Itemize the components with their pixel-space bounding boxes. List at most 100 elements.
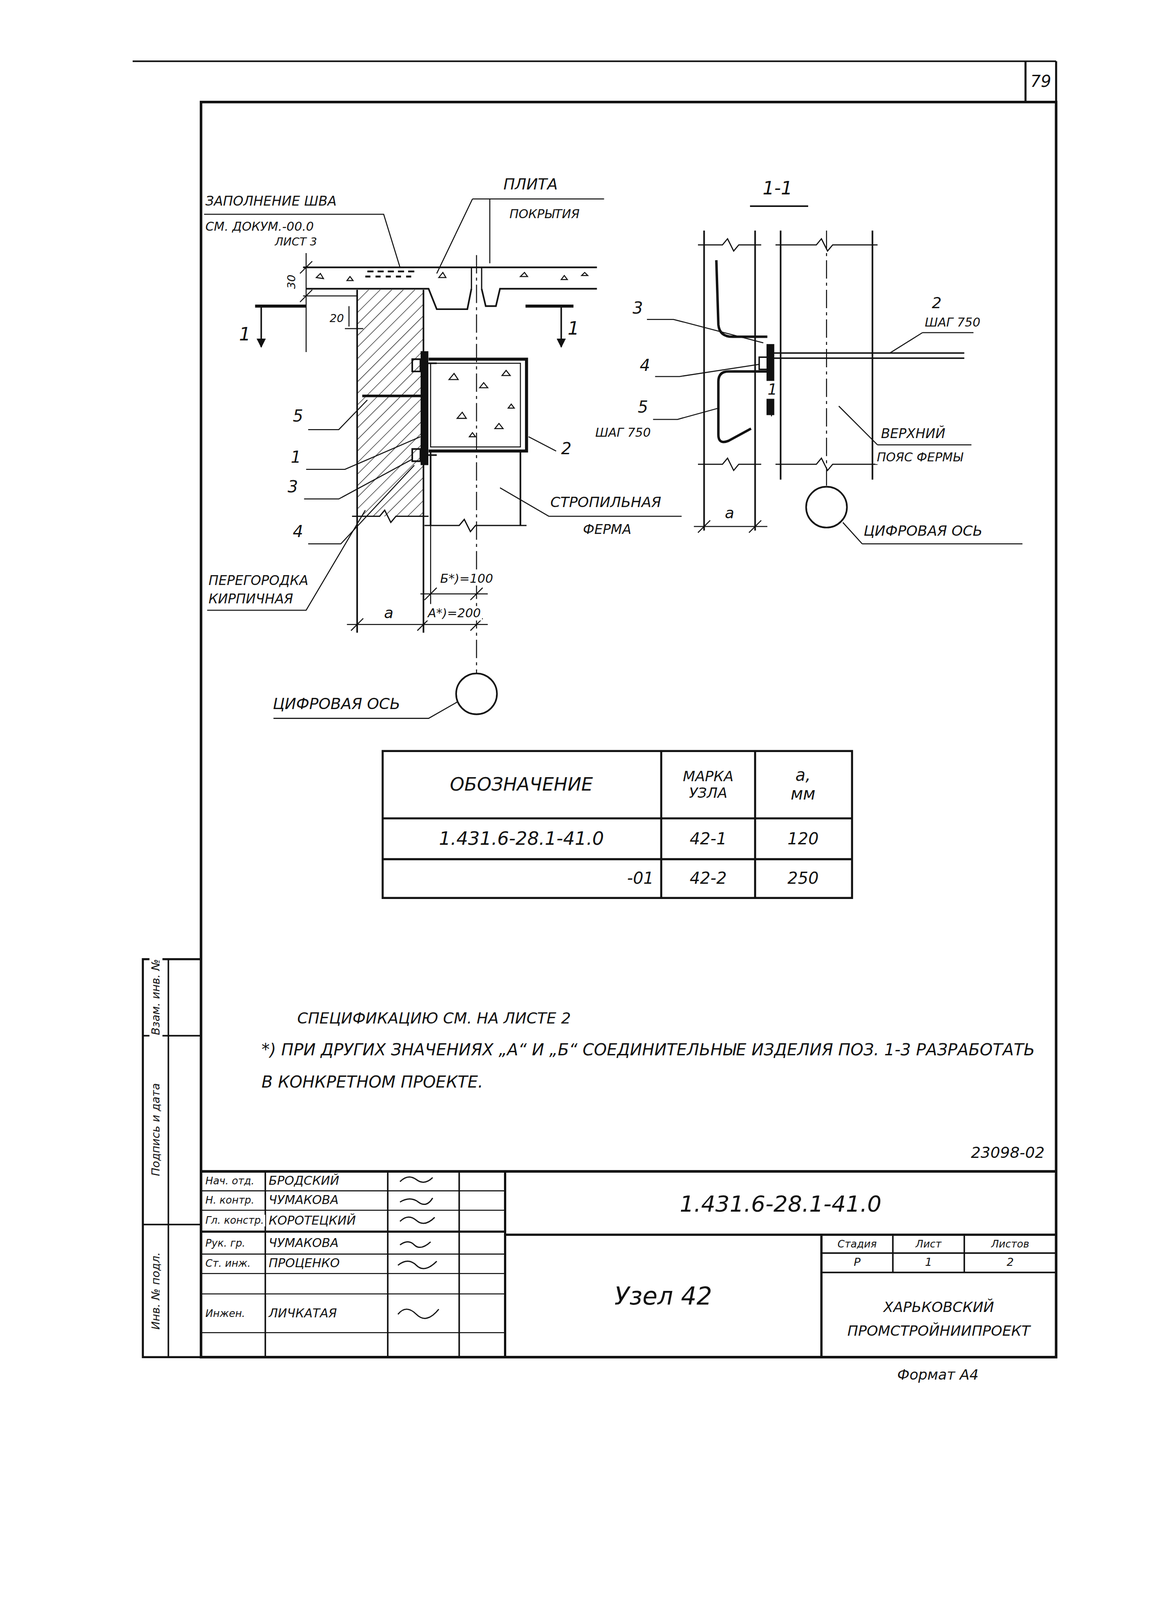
plate-1 bbox=[421, 352, 428, 465]
title-role: Нач. отд. bbox=[204, 1175, 256, 1187]
table-header: ОБОЗНАЧЕНИЕ bbox=[448, 774, 595, 796]
title-name: ПРОЦЕНКО bbox=[267, 1256, 342, 1271]
section-mark-left bbox=[254, 304, 306, 308]
leader-axis bbox=[842, 522, 1023, 544]
part-label: КИРПИЧНАЯ bbox=[206, 591, 295, 607]
bracket-2 bbox=[428, 359, 527, 452]
dimension-20 bbox=[344, 305, 364, 329]
section-title: 1-1 bbox=[761, 178, 794, 200]
section-number: 1 bbox=[237, 324, 253, 346]
bolt-4 bbox=[759, 357, 768, 370]
callout-number: 4 bbox=[638, 356, 652, 375]
dimension-text: 30 bbox=[285, 273, 299, 291]
title-block-row-thick bbox=[201, 1230, 506, 1233]
title-name: ЧУМАКОВА bbox=[267, 1193, 341, 1207]
section-arrow-right bbox=[560, 305, 562, 347]
leader-4 bbox=[308, 465, 415, 544]
right-edge bbox=[1055, 61, 1058, 103]
format-label: Формат А4 bbox=[895, 1366, 981, 1383]
leader-partition bbox=[206, 510, 366, 611]
truss-break bbox=[424, 519, 527, 532]
truss-top-chord bbox=[430, 363, 521, 448]
title-cell: Стадия bbox=[836, 1238, 879, 1250]
title-role: Гл. констр. bbox=[204, 1214, 266, 1227]
title-name: ЛИЧКАТАЯ bbox=[267, 1306, 339, 1321]
leader-2 bbox=[528, 436, 556, 452]
callout-number: 1 bbox=[289, 447, 303, 467]
axis-label: ЦИФРОВАЯ ОСЬ bbox=[862, 522, 985, 539]
dimension-text: 20 bbox=[328, 311, 346, 325]
page-number: 79 bbox=[1029, 72, 1053, 91]
table-cell: 42-2 bbox=[688, 869, 728, 888]
part-label: ВЕРХНИЙ bbox=[879, 426, 947, 442]
part-label: СТРОПИЛЬНАЯ bbox=[548, 493, 663, 511]
wall-break bbox=[697, 238, 762, 471]
wall-section bbox=[704, 230, 756, 531]
dimension-text: Б*)=100 bbox=[438, 571, 495, 586]
stage-table bbox=[821, 1234, 1057, 1273]
anchor-3 bbox=[716, 260, 768, 337]
leader-1 bbox=[771, 400, 773, 417]
axis-bubble bbox=[456, 673, 497, 715]
rod-2 bbox=[773, 353, 965, 358]
leader-3 bbox=[304, 459, 413, 500]
title-cell: Р bbox=[852, 1256, 862, 1270]
node-table bbox=[382, 751, 853, 899]
callout-number: 2 bbox=[559, 439, 573, 459]
callout-number: 4 bbox=[291, 522, 305, 542]
axis-line bbox=[826, 230, 827, 487]
table-cell: 120 bbox=[786, 829, 821, 849]
title-block bbox=[201, 1171, 1057, 1358]
table-border bbox=[382, 751, 853, 899]
main-detail bbox=[204, 198, 682, 719]
dimension-text: А*)=200 bbox=[426, 606, 483, 621]
leader-4 bbox=[654, 364, 759, 377]
axis-bubble bbox=[805, 486, 847, 528]
callout-number: 3 bbox=[631, 298, 645, 318]
part-label: ПОЯС ФЕРМЫ bbox=[875, 450, 965, 465]
axis-label: ЦИФРОВАЯ ОСЬ bbox=[271, 695, 402, 713]
leader-3 bbox=[646, 319, 764, 343]
callout-number: 2 bbox=[930, 294, 944, 312]
part-label: ПЕРЕГОРОДКА bbox=[206, 572, 310, 589]
dimension-text: a bbox=[382, 604, 395, 622]
dimension-30 bbox=[300, 253, 358, 353]
table-cell: -01 bbox=[625, 869, 656, 888]
title-cell: 1 bbox=[923, 1256, 934, 1270]
top-line bbox=[132, 60, 1056, 62]
title-block-columns bbox=[265, 1171, 460, 1358]
note-text: СПЕЦИФИКАЦИЮ СМ. НА ЛИСТЕ 2 bbox=[296, 1009, 573, 1028]
section-mark-right bbox=[525, 304, 574, 308]
document-code: 1.431.6-28.1-41.0 bbox=[678, 1191, 883, 1218]
sheet-title: Узел 42 bbox=[613, 1282, 714, 1311]
dimension-b bbox=[420, 525, 488, 604]
seam-filling bbox=[365, 271, 414, 277]
main-frame bbox=[201, 102, 1057, 1358]
title-name: БРОДСКИЙ bbox=[267, 1173, 341, 1188]
title-block-divider bbox=[504, 1171, 1056, 1358]
callout-number: 5 bbox=[291, 406, 305, 426]
title-role: Инжен. bbox=[204, 1307, 247, 1320]
note-text: СМ. ДОКУМ.-00.0 bbox=[204, 219, 316, 234]
title-role: Рук. гр. bbox=[204, 1237, 247, 1250]
side-label: Инв. № подл. bbox=[149, 1250, 163, 1331]
leader-seam bbox=[204, 214, 401, 268]
callout-number: 5 bbox=[636, 397, 650, 417]
page-number-box bbox=[1024, 61, 1027, 103]
brick-partition bbox=[357, 289, 424, 517]
table-cell: 42-1 bbox=[688, 829, 728, 849]
note-text: ЛИСТ 3 bbox=[273, 235, 319, 249]
organization: ХАРЬКОВСКИЙ bbox=[882, 1299, 996, 1316]
anchor-5-section bbox=[718, 371, 768, 443]
note-text: ЗАПОЛНЕНИЕ ШВА bbox=[204, 193, 339, 209]
bolt-3 bbox=[412, 359, 437, 462]
table-cell: 250 bbox=[786, 869, 821, 888]
leader-chord bbox=[838, 406, 972, 446]
chord-stipple bbox=[448, 370, 515, 437]
leader-5 bbox=[653, 408, 719, 420]
table-header: a, мм bbox=[779, 766, 827, 804]
table-cell: 1.431.6-28.1-41.0 bbox=[437, 828, 606, 850]
part-label: ФЕРМА bbox=[581, 521, 633, 538]
section-1-1 bbox=[646, 206, 1023, 544]
title-cell: Лист bbox=[914, 1238, 944, 1250]
